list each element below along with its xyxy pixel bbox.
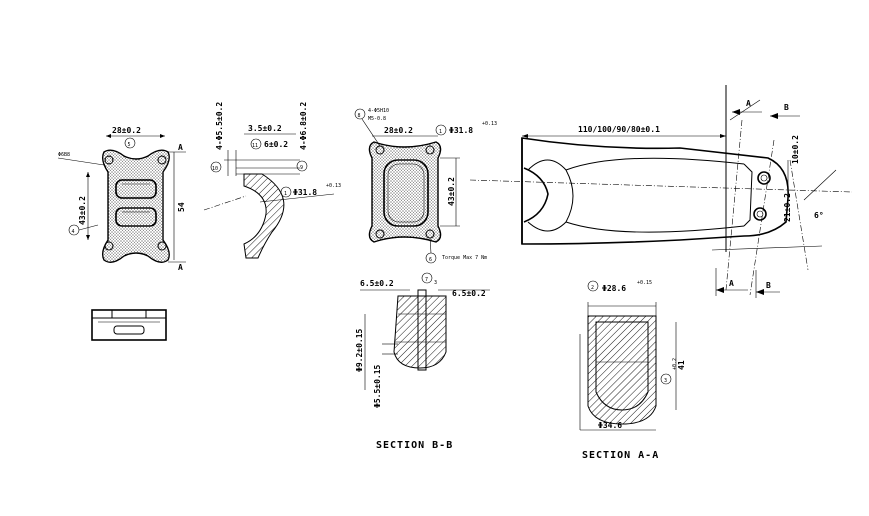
svg-text:6: 6 — [429, 257, 432, 263]
callout-8 — [354, 108, 366, 120]
svg-text:1: 1 — [284, 191, 287, 197]
stem-angle: 6° — [814, 211, 824, 220]
callout-9 — [296, 160, 308, 172]
bb-dim-right: 6.5±0.2 — [452, 289, 486, 298]
stem-section-a-bottom: A — [729, 279, 734, 288]
stem-length-dim: 110/100/90/80±0.1 — [578, 125, 660, 134]
clamp-offset-dim: 3.5±0.2 — [248, 124, 282, 133]
aa-side-tol: +0.2 — [672, 358, 678, 370]
steerer-width-dim: 28±0.2 — [384, 126, 413, 135]
stem-dim-10: 10±0.2 — [791, 135, 800, 164]
section-bb-title: SECTION B-B — [376, 440, 453, 451]
stem-body — [521, 137, 789, 245]
svg-text:9: 9 — [300, 165, 303, 171]
section-aa-view: 2 Φ28.6 +0.15 Φ34.6 3 41 +0.2 SECTION A-… — [579, 280, 686, 461]
svg-text:5: 5 — [128, 142, 131, 148]
steerer-note-top: 4-Φ5H10 — [368, 108, 389, 114]
section-bb-body — [393, 295, 447, 369]
section-aa-title: SECTION A-A — [582, 450, 659, 461]
bb-dim-92: Φ9.2±0.15 — [355, 328, 364, 372]
callout-3 — [660, 373, 672, 385]
svg-text:1: 1 — [439, 129, 442, 135]
svg-text:7: 7 — [425, 277, 428, 283]
aa-top-dim: Φ28.6 — [602, 284, 626, 293]
faceplate-section-mark: A — [178, 143, 183, 152]
faceplate-height-dim: 43±0.2 — [78, 196, 87, 225]
faceplate-bolt-hole — [157, 241, 167, 251]
clamp-hole-dim: 4-Φ5.5±0.2 — [215, 102, 224, 150]
faceplate-section-mark: A — [178, 263, 183, 272]
clamp-profile-shape — [243, 173, 285, 259]
svg-text:4: 4 — [72, 229, 75, 235]
stem-dim-21: 21±0.2 — [783, 193, 792, 222]
svg-text:11: 11 — [252, 143, 258, 149]
stem-section-b-top: B — [784, 103, 789, 112]
faceplate-outline — [101, 149, 170, 263]
callout-11 — [250, 138, 262, 150]
clamp-radius-tol: +0.13 — [326, 183, 341, 189]
faceplate-note: Φ6B8 — [58, 152, 70, 158]
faceplate-bolt-hole — [104, 155, 114, 165]
faceplate-bolt-hole — [157, 155, 167, 165]
bb-dim-55: Φ5.5±0.15 — [373, 364, 382, 408]
steerer-height-dim: 43±0.2 — [447, 177, 456, 206]
stem-side-view: 110/100/90/80±0.1 10±0.2 21±0.2 6° A B A… — [469, 85, 853, 298]
svg-text:2: 2 — [591, 285, 594, 291]
callout-10 — [210, 161, 222, 173]
faceplate-view: 28±0.2 5 A A 43±0.2 4 54 Φ6B8 — [57, 126, 186, 272]
aa-side-dim: 41 — [677, 360, 686, 370]
callout-1 — [280, 186, 292, 198]
steerer-bore-tol: +0.13 — [482, 121, 497, 127]
callout-7 — [421, 272, 433, 284]
bb-callout-7-tol: 3 — [434, 280, 437, 286]
clamp-radius-dim: Φ31.8 — [293, 188, 317, 197]
aa-bottom-dim: Φ34.6 — [598, 421, 622, 430]
faceplate-width-dim: 28±0.2 — [112, 126, 141, 135]
faceplate-overall-dim: 54 — [177, 202, 186, 212]
steerer-bore-dim: Φ31.8 — [449, 126, 473, 135]
stem-section-b-bottom: B — [766, 281, 771, 290]
section-bb-view: 6.5±0.2 6.5±0.2 7 3 Φ9.2±0.15 Φ5.5±0.15 … — [355, 272, 490, 451]
section-aa-body — [587, 315, 657, 425]
aa-top-tol: +0.15 — [637, 280, 652, 286]
steerer-face-outline — [368, 141, 442, 243]
faceplate-window-top — [115, 179, 157, 199]
steerer-bore-window — [383, 159, 429, 227]
faceplate-bottom-view — [91, 309, 167, 341]
torque-note: Torque Max 7 Nm — [442, 255, 487, 261]
faceplate-bolt-hole — [104, 241, 114, 251]
clamp-bore-dim: 4-Φ6.8±0.2 — [299, 102, 308, 150]
clamp-thickness-dim: 6±0.2 — [264, 140, 288, 149]
clamp-profile-view: 4-Φ5.5±0.2 4-Φ6.8±0.2 3.5±0.2 11 6±0.2 1… — [203, 102, 341, 259]
steerer-face-view: 8 4-Φ5H10 M5-0.8 28±0.2 1 Φ31.8 +0.13 43… — [354, 108, 497, 264]
stem-section-a-top: A — [746, 99, 751, 108]
svg-text:3: 3 — [664, 378, 667, 384]
callout-2 — [587, 280, 599, 292]
svg-text:10: 10 — [212, 166, 218, 172]
callout-5 — [124, 137, 136, 149]
steerer-note-bottom: M5-0.8 — [368, 116, 386, 122]
svg-text:8: 8 — [358, 113, 361, 119]
callout-1b — [435, 124, 447, 136]
faceplate-window-bottom — [115, 207, 157, 227]
bb-dim-left: 6.5±0.2 — [360, 279, 394, 288]
